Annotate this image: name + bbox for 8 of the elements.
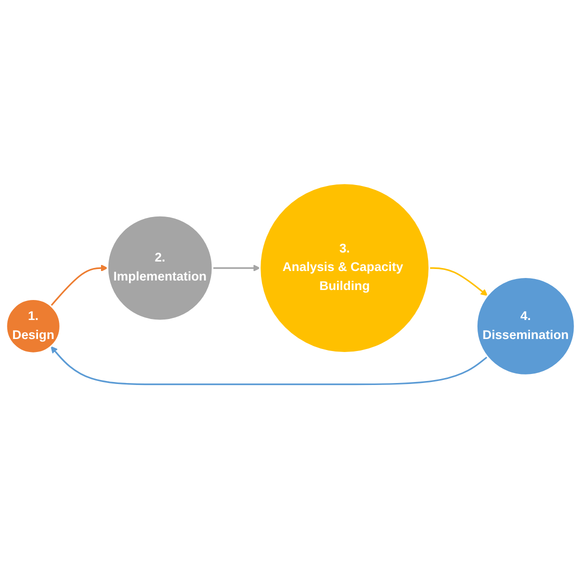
arrow xyxy=(50,346,488,385)
arrow xyxy=(212,264,260,272)
arrow xyxy=(50,264,108,306)
arrow xyxy=(429,266,488,296)
node-circle: 1. Design xyxy=(6,298,61,354)
node-circle: 4. Dissemination xyxy=(476,276,576,376)
node-circle: 2. Implementation xyxy=(106,214,214,322)
node-circle: 3. Analysis & Capacity Building xyxy=(259,182,430,354)
